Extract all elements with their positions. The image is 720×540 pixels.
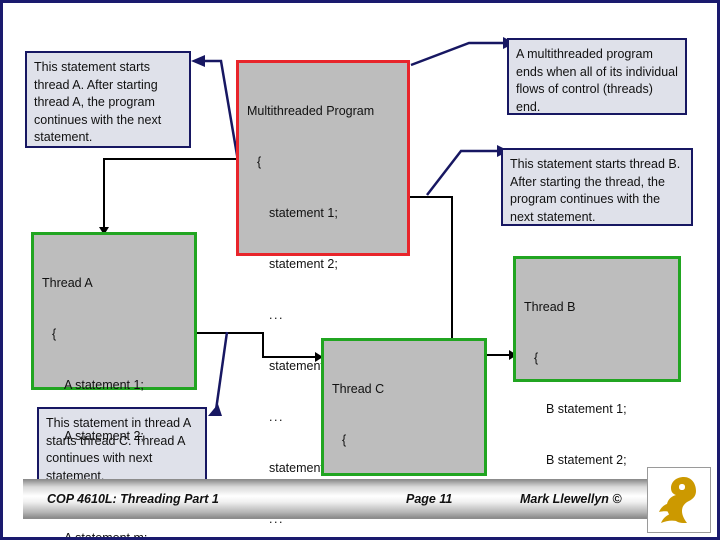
- thread-a-open-brace: {: [52, 327, 57, 341]
- callout-start-thread-b-text: This statement starts thread B. After st…: [510, 157, 681, 224]
- callout-start-thread-c: This statement in thread A starts thread…: [37, 407, 207, 485]
- thread-a-line-4: A statement m;: [64, 531, 148, 540]
- main-program-line-1: statement 1;: [269, 206, 338, 220]
- thread-c-line-2: C statement 2;: [332, 534, 476, 537]
- thread-b-box: Thread B { B statement 1; B statement 2;…: [513, 256, 681, 518]
- slide-footer: COP 4610L: Threading Part 1 Page 11 Mark…: [23, 479, 695, 519]
- main-program-title: Multithreaded Program: [247, 104, 375, 118]
- footer-course: COP 4610L: Threading Part 1: [47, 492, 219, 506]
- pegasus-icon: [659, 477, 696, 523]
- callout-program-ends: A multithreaded program ends when all of…: [507, 38, 687, 115]
- thread-b-line-2: B statement 2;: [546, 453, 627, 467]
- main-program-line-5: ...: [269, 410, 284, 424]
- callout-program-ends-text: A multithreaded program ends when all of…: [516, 47, 678, 114]
- arrowhead-into-thread-c: [315, 352, 323, 362]
- thread-a-box: Thread A { A statement 1; A statement 2;…: [31, 232, 197, 537]
- thread-c-box: Thread C { C statement 1; C statement 2;…: [321, 338, 487, 537]
- arrowhead-into-thread-a: [99, 227, 109, 235]
- connector-x-to-threada-horizontal: [103, 158, 253, 160]
- connector-to-callout-thread-a: [191, 55, 240, 162]
- callout-start-thread-a: This statement starts thread A. After st…: [25, 51, 191, 148]
- main-program-line-2: statement 2;: [269, 257, 338, 271]
- thread-b-line-1: B statement 1;: [546, 402, 627, 416]
- thread-a-title: Thread A: [42, 276, 93, 290]
- thread-c-open-brace: {: [342, 433, 347, 447]
- connector-m-to-threadc-horizontal2: [262, 356, 320, 358]
- connector-to-callout-program-ends: [410, 37, 515, 67]
- main-program-line-3: ...: [269, 308, 284, 322]
- connector-m-to-threadc-horizontal: [166, 332, 264, 334]
- callout-start-thread-b: This statement starts thread B. After st…: [501, 148, 693, 226]
- connector-m-to-threadc-vertical: [262, 332, 264, 358]
- footer-page-number: Page 11: [406, 492, 453, 506]
- thread-a-line-2: A statement 2;: [64, 429, 144, 443]
- main-program-box: Multithreaded Program { statement 1; sta…: [236, 60, 410, 526]
- main-program-open-brace: {: [257, 155, 262, 169]
- connector-to-callout-thread-c: [208, 331, 229, 416]
- ucf-pegasus-logo: [647, 467, 711, 533]
- thread-c-title: Thread C: [332, 382, 385, 396]
- thread-b-title: Thread B: [524, 300, 576, 314]
- callout-start-thread-a-text: This statement starts thread A. After st…: [34, 60, 162, 144]
- thread-b-open-brace: {: [534, 351, 539, 365]
- thread-a-line-1: A statement 1;: [64, 378, 144, 392]
- footer-author: Mark Llewellyn ©: [520, 492, 622, 506]
- connector-y-to-threadb-vertical: [451, 196, 453, 356]
- connector-x-to-threada-vertical: [103, 158, 105, 230]
